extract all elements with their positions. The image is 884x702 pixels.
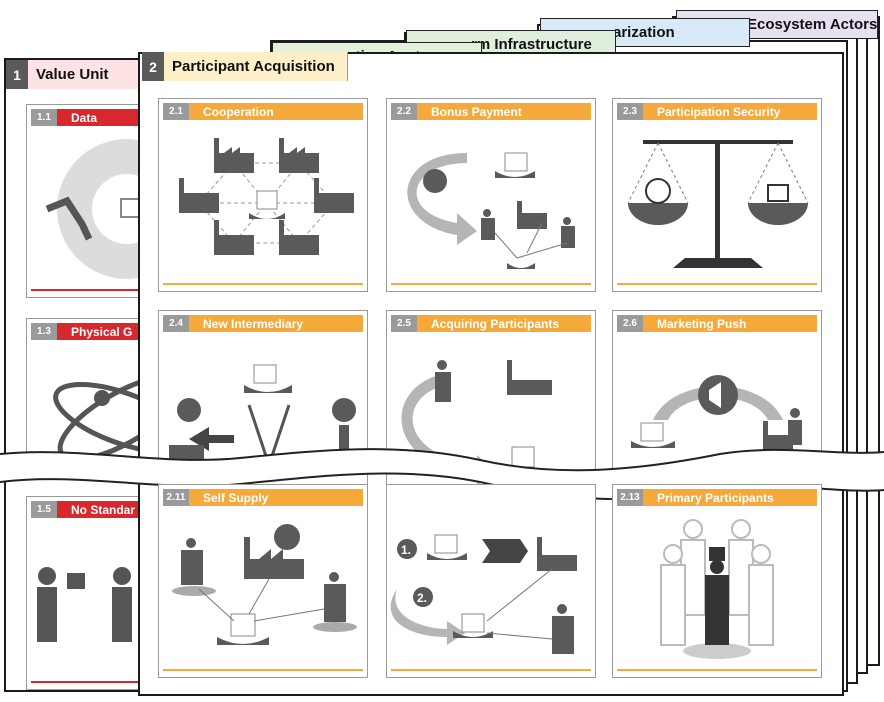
card-title: Self Supply bbox=[189, 489, 363, 506]
card-number: 2.6 bbox=[617, 315, 643, 332]
self-supply-icon bbox=[172, 524, 357, 645]
factory-network-icon bbox=[179, 138, 354, 255]
card-number: 2.11 bbox=[163, 489, 189, 506]
card-number: 1.1 bbox=[31, 109, 57, 126]
card-number: 2.13 bbox=[617, 489, 643, 506]
people-handover-icon bbox=[37, 567, 132, 642]
card-title: Primary Participants bbox=[643, 489, 817, 506]
tab-value-unit-label: Value Unit bbox=[36, 66, 109, 83]
tab-participant-label: Participant Acquisition bbox=[172, 58, 335, 75]
step-two-label: 2. bbox=[417, 591, 427, 605]
card-title: Bonus Payment bbox=[417, 103, 591, 120]
tab-ecosystem-label: Ecosystem Actors bbox=[747, 16, 878, 33]
steps-icon: 1. 2. bbox=[390, 534, 577, 654]
primary-participant-icon bbox=[660, 519, 774, 659]
tab-arization-label: arization bbox=[613, 24, 675, 41]
card-title: Acquiring Participants bbox=[417, 315, 591, 332]
card-title: Marketing Push bbox=[643, 315, 817, 332]
balance-scale-icon bbox=[627, 140, 809, 268]
card-number: 1.3 bbox=[31, 323, 57, 340]
bonus-flow-icon bbox=[407, 152, 575, 269]
card-number: 2.4 bbox=[163, 315, 189, 332]
tab-ecosystem-actors[interactable]: Ecosystem Actors bbox=[676, 10, 878, 39]
card-number: 2.1 bbox=[163, 103, 189, 120]
tab-participant-number: 2 bbox=[142, 52, 164, 81]
card-title: New Intermediary bbox=[189, 315, 363, 332]
card-steps[interactable]: 1. 2. bbox=[386, 484, 596, 678]
tab-value-unit-number: 1 bbox=[6, 60, 28, 89]
card-title: Cooperation bbox=[189, 103, 363, 120]
card-number: 2.2 bbox=[391, 103, 417, 120]
step-one-label: 1. bbox=[401, 543, 411, 557]
tab-participant-acquisition[interactable]: 2 Participant Acquisition bbox=[142, 52, 348, 81]
card-title: Participation Security bbox=[643, 103, 817, 120]
card-number: 2.5 bbox=[391, 315, 417, 332]
card-number: 2.3 bbox=[617, 103, 643, 120]
tab-infrastructure-label: rm Infrastructure bbox=[471, 36, 592, 53]
megaphone-icon bbox=[631, 375, 802, 455]
card-number: 1.5 bbox=[31, 501, 57, 518]
